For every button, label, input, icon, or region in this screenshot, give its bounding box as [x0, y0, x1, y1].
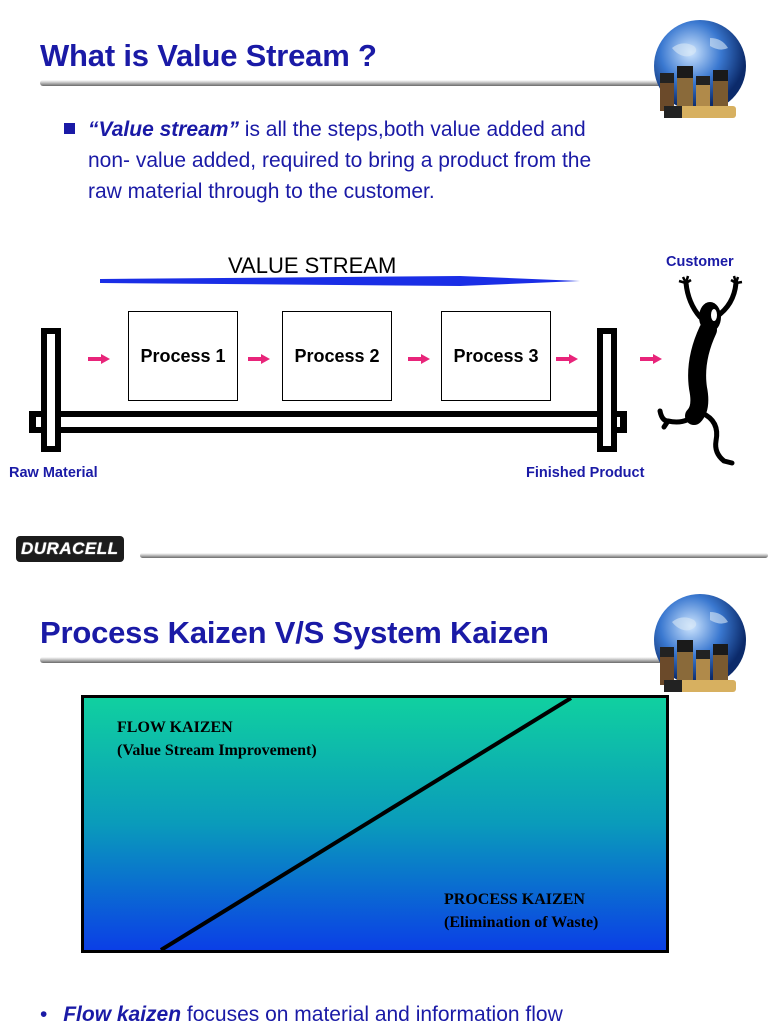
raw-material-label: Raw Material [9, 465, 98, 481]
title-underline [40, 657, 680, 663]
customer-label: Customer [666, 254, 734, 270]
flow-arrow-icon [248, 354, 270, 364]
definition-line-2: non- value added, required to bring a pr… [88, 149, 592, 172]
process-box-1: Process 1 [128, 311, 238, 401]
bullet-dot: • [40, 1003, 48, 1026]
definition-line-1: is all the steps,both value added and [238, 118, 586, 141]
process-box-2: Process 2 [282, 311, 392, 401]
duracell-logo: DURACELL [16, 536, 124, 562]
flow-kaizen-title: FLOW KAIZEN [117, 719, 233, 736]
finished-product-label: Finished Product [526, 465, 645, 481]
flow-kaizen-subtitle: (Value Stream Improvement) [117, 742, 317, 759]
globe-batteries-icon [654, 594, 746, 692]
flow-arrow-icon [556, 354, 578, 364]
diagonal-divider [159, 698, 573, 950]
flow-arrow-icon [408, 354, 430, 364]
conveyor-frame [29, 328, 627, 452]
definition-term: “Value stream” [88, 118, 239, 141]
value-stream-label: VALUE STREAM [228, 253, 397, 278]
flow-kaizen-label: FLOW KAIZEN (Value Stream Improvement) [117, 716, 317, 762]
slide-title: Process Kaizen V/S System Kaizen [40, 615, 549, 650]
footer-rule [140, 553, 768, 558]
slide-title: What is Value Stream ? [40, 38, 377, 73]
process-box-3: Process 3 [441, 311, 551, 401]
process-kaizen-subtitle: (Elimination of Waste) [444, 914, 599, 931]
definition-line-3: raw material through to the customer. [88, 180, 435, 203]
process-kaizen-title: PROCESS KAIZEN [444, 891, 585, 908]
flow-kaizen-term: Flow kaizen [63, 1003, 182, 1026]
value-stream-definition: “Value stream” is all the steps,both val… [88, 114, 738, 207]
flow-arrow-icon [640, 354, 662, 364]
process-kaizen-label: PROCESS KAIZEN (Elimination of Waste) [444, 888, 598, 934]
flow-kaizen-description: focuses on material and information flow [181, 1003, 563, 1026]
kaizen-diagram: FLOW KAIZEN (Value Stream Improvement) P… [81, 695, 669, 953]
globe-batteries-icon [654, 20, 746, 118]
cheering-stick-figure-icon [657, 275, 743, 466]
title-underline [40, 80, 680, 86]
brand-name: DURACELL [21, 539, 119, 558]
flow-kaizen-bullet: • Flow kaizen focuses on material and in… [40, 1003, 563, 1027]
square-bullet-icon [64, 123, 75, 134]
value-stream-arrow-icon [100, 276, 580, 286]
flow-arrow-icon [88, 354, 110, 364]
